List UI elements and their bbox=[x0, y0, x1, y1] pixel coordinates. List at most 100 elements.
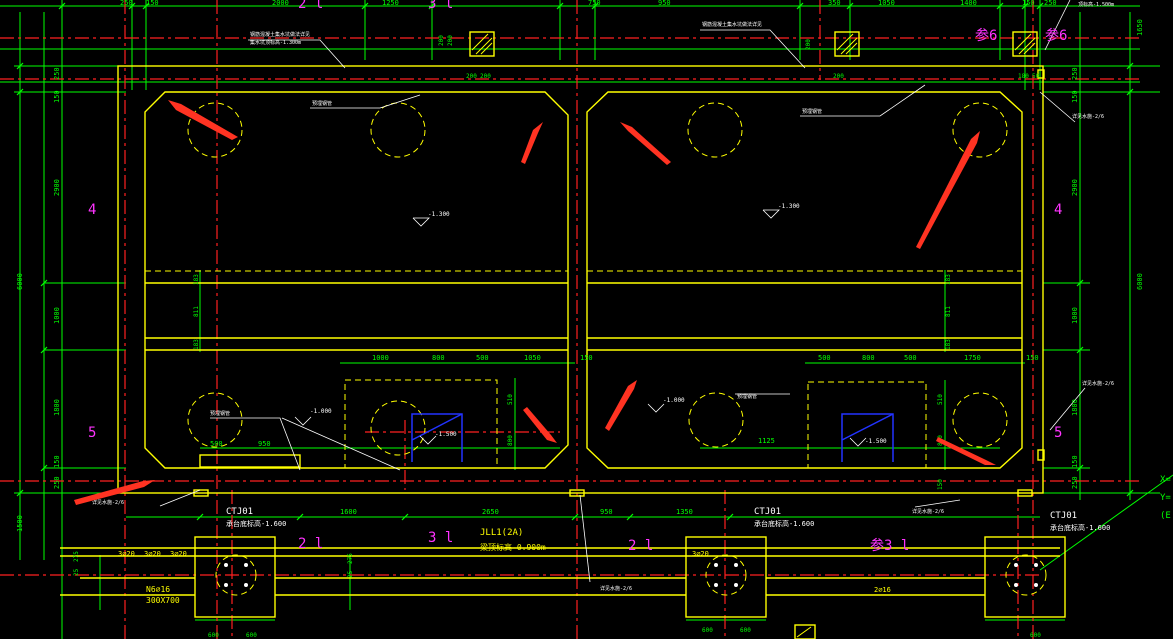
dim-pier-0: 600 bbox=[208, 632, 219, 639]
leader-lines bbox=[159, 0, 1086, 583]
dim-pier-2: 600 bbox=[702, 627, 713, 634]
level-label-4: -1.000 bbox=[663, 397, 685, 404]
arrow-icon bbox=[620, 122, 671, 165]
dim-right-1: 250 bbox=[1071, 67, 1079, 80]
beam-label: JLL1(2A) 梁顶标高-0.900m N6⌀16 300X700 bbox=[146, 528, 546, 605]
dim-bottom-3: 2650 bbox=[482, 508, 499, 516]
dim-pier-1: 600 bbox=[246, 632, 257, 639]
arrow-icon bbox=[521, 122, 543, 164]
hidden-lines bbox=[145, 102, 1047, 596]
top-small-dimension-labels: 200 200 200 200 200 200 180 50 bbox=[438, 35, 1040, 80]
dim-bottom-2: 1600 bbox=[340, 508, 357, 516]
section-markers: 2 l 3 l 参6 参6 4 5 4 5 2 l 3 l 2 l 参3 l bbox=[88, 0, 1067, 554]
dim-pitv-0: 510 bbox=[507, 394, 514, 405]
note-pipe-6: 预埋钢管 bbox=[737, 393, 757, 400]
pier-tag-1: CTJ01 bbox=[754, 507, 781, 517]
dim-small-0: 200 bbox=[438, 35, 445, 46]
arrow-icon bbox=[523, 407, 557, 443]
dim-beam-0: 183 bbox=[193, 274, 200, 285]
dim-beam-1: 811 bbox=[193, 306, 200, 317]
dim-right-4: 6000 bbox=[1136, 273, 1144, 290]
axis-label-2: 2 l bbox=[628, 538, 653, 554]
dim-beam-4: 811 bbox=[945, 306, 952, 317]
pier-note-0: 承台底标高-1.600 bbox=[226, 519, 286, 528]
note-pipe-10: 详见水施-2/6 bbox=[92, 499, 124, 506]
note-pipe-9: 详见水施-2/6 bbox=[1082, 380, 1114, 387]
arrow-icon bbox=[936, 437, 996, 465]
dim-top-6: 350 bbox=[828, 0, 841, 7]
note-pipe-3: 预埋钢管 bbox=[312, 100, 332, 107]
dim-top-1: 150 bbox=[146, 0, 159, 7]
note-pipe-1: 钢筋混凝土集水坑做法详见 bbox=[250, 31, 310, 38]
dim-pit-3: 1050 bbox=[524, 354, 541, 362]
level-label-5: -1.500 bbox=[435, 431, 457, 438]
note-pipe-4: 钢筋混凝土集水坑做法详见 bbox=[702, 21, 762, 28]
dim-pier-3: 600 bbox=[740, 627, 751, 634]
arrow-icon bbox=[74, 480, 155, 505]
dim-side-3: 275 bbox=[347, 553, 354, 564]
top-dimension-labels: 250 150 2000 1250 750 950 350 1050 1400 … bbox=[120, 0, 1057, 7]
dim-side-1: 275 bbox=[73, 551, 80, 562]
axis-label-0: 2 l bbox=[298, 536, 323, 552]
arrow-icon bbox=[605, 380, 637, 431]
pier-tag-2: CTJ01 bbox=[1050, 511, 1077, 521]
dim-top-7: 1050 bbox=[878, 0, 895, 7]
side-mark-3: 5 bbox=[1054, 425, 1062, 441]
right-dimension-labels: 1650 250 150 2900 6000 1000 1800 150 250 bbox=[1071, 19, 1144, 489]
dim-left-1: 150 bbox=[53, 90, 61, 103]
level-symbols bbox=[294, 209, 867, 447]
dim-pitv-1: 800 bbox=[507, 435, 514, 446]
level-labels: -1.300 -1.300 -1.000 -1.000 -1.500 -1.50… bbox=[310, 203, 887, 445]
level-label-3: -1.000 bbox=[310, 408, 332, 415]
beam-dimension-labels: 183 811 183 183 811 183 bbox=[193, 274, 952, 350]
top-mark-3: 参6 bbox=[1045, 27, 1067, 44]
dimension-ticks bbox=[16, 2, 1134, 521]
axis-label-3: 参3 l bbox=[870, 537, 909, 554]
top-mark-0: 2 l bbox=[298, 0, 323, 12]
pier-tag-0: CTJ01 bbox=[226, 507, 253, 517]
dim-pier-4: 600 bbox=[1030, 632, 1041, 639]
level-label-2: -1.300 bbox=[778, 203, 800, 210]
coordinate-labels: X= Y= (E bbox=[1160, 475, 1171, 521]
dim-pit-4: 150 bbox=[580, 354, 593, 362]
dim-small-4: 200 bbox=[805, 39, 812, 50]
dim-small-2: 200 bbox=[466, 73, 477, 80]
note-pipe-2: 集水坑顶标高-1.300m bbox=[250, 39, 301, 46]
axis-lines bbox=[0, 0, 1140, 639]
note-pipe-13: 顶标高-1.500m bbox=[1078, 1, 1114, 8]
dim-small-3: 200 bbox=[480, 73, 491, 80]
coord-e: (E bbox=[1160, 511, 1171, 521]
note-pipe-5: 预埋钢管 bbox=[802, 108, 822, 115]
dim-bottom-0: 500 bbox=[210, 440, 223, 448]
dim-beam-5: 183 bbox=[945, 339, 952, 350]
bottom-dimension-labels: 500 950 1600 2650 950 1350 1125 bbox=[210, 437, 775, 516]
note-pipe-11: 详见水施-2/6 bbox=[600, 585, 632, 592]
dim-beam-3: 183 bbox=[945, 274, 952, 285]
pit-dimension-labels: 1000 800 500 1050 150 500 800 500 1750 1… bbox=[372, 354, 1039, 362]
dim-bottom-6: 1125 bbox=[758, 437, 775, 445]
dim-top-0: 250 bbox=[120, 0, 133, 7]
left-dimension-labels: 250 150 2900 6000 1000 1800 150 250 1500 bbox=[16, 67, 61, 532]
dim-left-3: 6000 bbox=[16, 273, 24, 290]
pier-note-1: 承台底标高-1.600 bbox=[754, 519, 814, 528]
beam-note: 梁顶标高-0.900m bbox=[480, 542, 546, 552]
dim-bottom-5: 1350 bbox=[676, 508, 693, 516]
rebar-label-2: 3⌀20 bbox=[170, 550, 187, 558]
dim-top-4: 750 bbox=[588, 0, 601, 7]
highlight-arrows bbox=[74, 100, 996, 505]
side-mark-0: 4 bbox=[88, 202, 96, 218]
rebar-label-0: 3⌀20 bbox=[118, 550, 135, 558]
dim-left-4: 1000 bbox=[53, 307, 61, 324]
dim-small-7: 50 bbox=[1032, 73, 1040, 80]
dim-right-7: 150 bbox=[1071, 455, 1079, 468]
dim-beam-2: 183 bbox=[193, 339, 200, 350]
dim-side-0: 25 bbox=[73, 568, 80, 576]
coord-y: Y= bbox=[1160, 493, 1171, 503]
dim-pit-9: 150 bbox=[1026, 354, 1039, 362]
dim-right-0: 1650 bbox=[1136, 19, 1144, 36]
rebar-label-3: 3⌀20 bbox=[692, 550, 709, 558]
note-pipe-12: 详见水施-2/6 bbox=[912, 508, 944, 515]
note-pipe-7: 预埋钢管 bbox=[210, 410, 230, 417]
dim-right-6: 1800 bbox=[1071, 399, 1079, 416]
